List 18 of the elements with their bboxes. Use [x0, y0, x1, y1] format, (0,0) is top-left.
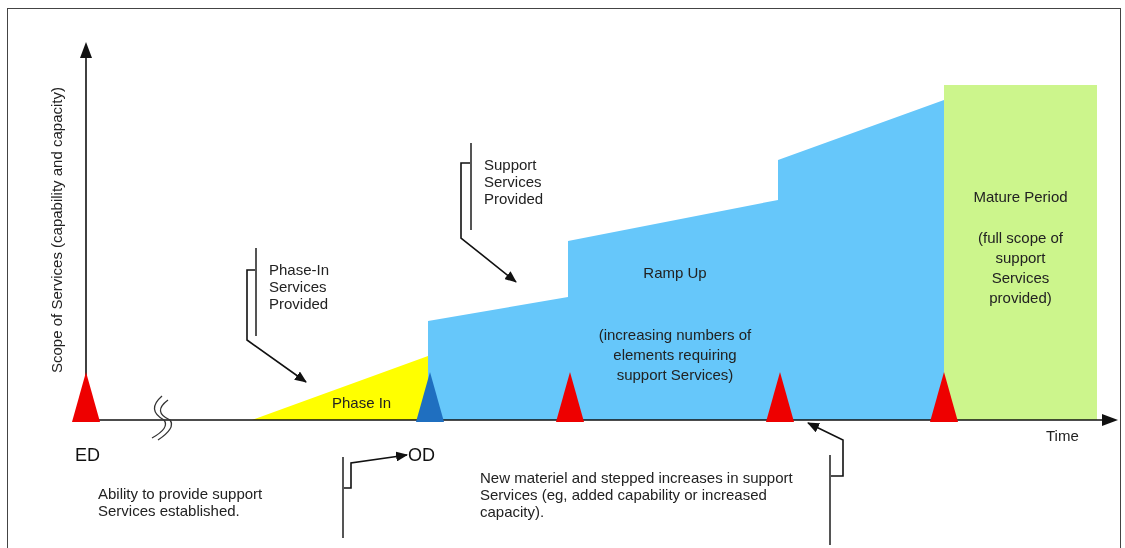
callout-text: Support Services Provided — [470, 143, 570, 230]
callout-text: Phase-In Services Provided — [255, 248, 347, 336]
area-label: Mature Period — [972, 188, 1069, 206]
leader-arrow — [460, 162, 517, 283]
area-description: (increasing numbers of elements requiring support Services) — [597, 325, 753, 385]
leader-arrow — [246, 269, 307, 383]
axis-label: Time — [1046, 427, 1079, 445]
area-label: Phase In — [332, 394, 392, 412]
mature-period-area — [944, 85, 1097, 420]
area-label: Ramp Up — [642, 264, 708, 282]
milestone-label: ED — [75, 444, 100, 466]
area-description: (full scope of support Services provided) — [976, 228, 1064, 308]
axis-label: Scope of Services (capability and capacity) — [48, 87, 66, 373]
milestone-label: OD — [408, 444, 440, 466]
callout-text: New materiel and stepped increases in support Services (eg, added capability or increased capacity). — [480, 455, 831, 545]
callout-text: Ability to provide support Services established. — [98, 457, 344, 538]
leader-arrow — [807, 422, 844, 477]
leader-arrow — [343, 451, 408, 489]
